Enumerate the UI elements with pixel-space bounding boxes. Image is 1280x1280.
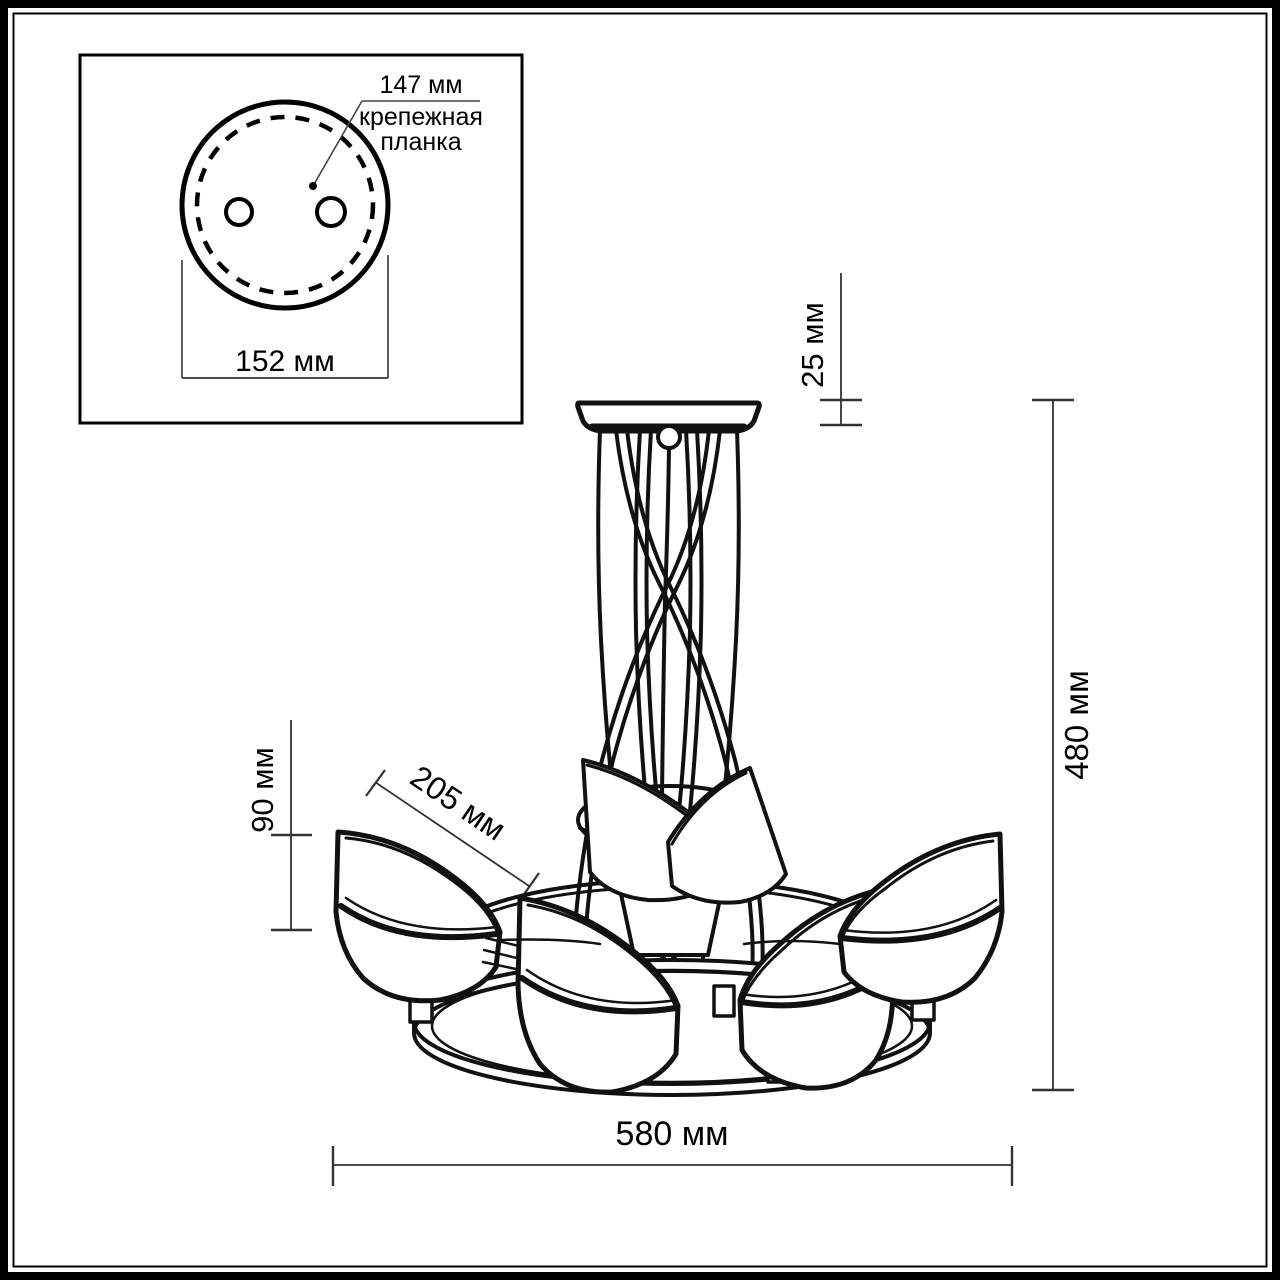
dim-205-line <box>374 781 530 887</box>
leaf-shade-back-right <box>666 766 788 905</box>
leaf-shade-left-rim <box>338 903 499 941</box>
base-plate-inner-rim <box>430 968 914 1084</box>
outer-diameter-label: 152 мм <box>235 345 335 378</box>
leaf-shade-right-inner-edge <box>840 839 995 940</box>
plate-outer-circle <box>179 99 391 311</box>
connector-left <box>498 938 602 946</box>
leaf-shade-right <box>837 831 1005 1005</box>
center-ring <box>656 424 682 450</box>
leaf-shade-back-right-rim <box>670 771 748 846</box>
leaf-shade-left-inner-edge <box>344 836 500 936</box>
dimension-480mm: 480 мм <box>1032 398 1095 1092</box>
leaf-shade-front-center-rim <box>519 975 679 1015</box>
mounting-hole-right <box>315 196 347 228</box>
chandelier-illustration <box>333 400 1005 1097</box>
dimension-25mm: 25 мм <box>795 273 862 427</box>
callout-leader-dot <box>309 182 317 190</box>
leaf-shade-left-rim-inner <box>344 896 499 931</box>
leaf-shade-front-center-inner-edge <box>526 903 678 1010</box>
leaf-shade-front-right-inner-edge <box>740 893 883 1004</box>
dimension-90mm: 90 мм <box>245 720 312 932</box>
leaf-shade-right-rim-inner <box>841 898 998 934</box>
plate-inner-dashed-circle <box>194 114 376 296</box>
outer-border-thin <box>12 12 1268 1268</box>
dim-205-tick-start <box>365 769 386 797</box>
connector-right <box>742 939 842 946</box>
mounting-plate-callout-line2: планка <box>380 128 461 156</box>
center-stem <box>660 446 671 802</box>
support-post-5 <box>712 984 736 1018</box>
leaf-shade-right-outline <box>837 831 1005 1005</box>
arm-1-outer <box>614 428 755 977</box>
shade-length-label: 205 мм <box>404 758 512 847</box>
mounting-plate-inset: 147 мм крепежная планка 152 мм <box>78 53 524 425</box>
leaf-shade-left-outline <box>333 829 503 1004</box>
mounting-plate-callout-line1: крепежная <box>359 103 483 131</box>
leaf-shade-back-right-outline <box>666 766 788 905</box>
leaf-shade-right-rim <box>839 905 1003 944</box>
callout-leader-line <box>312 100 363 187</box>
total-height-label: 480 мм <box>1058 670 1095 780</box>
canopy-height-label: 25 мм <box>795 302 830 388</box>
dimension-580mm: 580 мм <box>331 1115 1014 1186</box>
inner-diameter-label: 147 мм <box>379 71 462 99</box>
leaf-shade-left <box>333 829 532 1004</box>
mounting-hole-left <box>224 197 254 227</box>
shade-connectors <box>498 938 842 946</box>
total-width-label: 580 мм <box>616 1115 729 1153</box>
leaf-shade-front-center <box>515 895 681 1095</box>
leaf-shade-front-center-outline <box>515 895 681 1095</box>
arm-2-outer <box>583 428 722 977</box>
shade-height-label: 90 мм <box>245 747 280 833</box>
leaf-shade-front-center-rim-inner <box>525 968 679 1005</box>
